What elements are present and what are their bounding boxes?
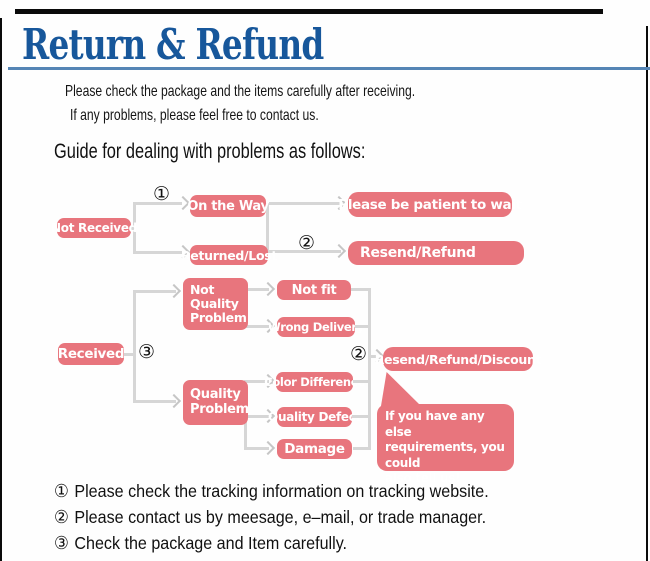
step-marker-1: ① bbox=[153, 183, 171, 205]
connector bbox=[368, 288, 371, 450]
footnote-3: ③ Check the package and Item carefully. bbox=[54, 533, 347, 554]
page-title: Return & Refund bbox=[22, 20, 324, 69]
speech-bubble-tail bbox=[381, 372, 421, 406]
footnote-1-marker: ① bbox=[54, 481, 69, 502]
footnote-2-text: Please contact us by meesage, e–mail, or… bbox=[74, 507, 487, 527]
footnote-3-text: Check the package and Item carefully. bbox=[74, 533, 348, 553]
connector bbox=[247, 380, 269, 383]
connector bbox=[370, 355, 377, 358]
connector bbox=[353, 447, 368, 450]
footnote-2-marker: ② bbox=[54, 507, 69, 528]
guide-heading: Guide for dealing with problems as follo… bbox=[54, 140, 366, 163]
flow-box-color-difference: Color Difference bbox=[264, 372, 365, 392]
speech-bubble-note: If you have any else requirements, you c… bbox=[377, 404, 514, 485]
flow-box-not-fit: Not fit bbox=[277, 280, 351, 300]
footnote-1: ① Please check the tracking information … bbox=[54, 481, 489, 502]
arrow-right-icon bbox=[260, 281, 276, 297]
connector bbox=[266, 203, 269, 253]
flow-box-not-received: Not Received bbox=[51, 218, 137, 238]
intro-line-1: Please check the package and the items c… bbox=[65, 83, 416, 100]
step-marker-2-received: ② bbox=[350, 343, 368, 365]
left-border bbox=[0, 18, 2, 561]
connector bbox=[136, 400, 176, 403]
arrow-right-icon bbox=[260, 440, 276, 456]
right-border bbox=[646, 26, 648, 561]
connector bbox=[136, 290, 176, 293]
connector bbox=[241, 325, 269, 328]
connector bbox=[269, 250, 341, 253]
connector bbox=[241, 288, 269, 291]
connector bbox=[247, 447, 269, 450]
flow-box-quality-defect: Quality Defect bbox=[268, 407, 361, 427]
flow-box-on-the-way: On the Way bbox=[187, 195, 269, 217]
connector bbox=[133, 290, 136, 403]
connector bbox=[124, 353, 133, 356]
connector bbox=[136, 202, 182, 205]
step-marker-2: ② bbox=[298, 232, 316, 254]
connector bbox=[247, 415, 269, 418]
connector bbox=[355, 325, 368, 328]
connector bbox=[133, 202, 136, 254]
flow-box-resend-refund: Resend/Refund bbox=[348, 241, 524, 265]
flow-box-returned-lost: Returned/Lost bbox=[181, 245, 277, 265]
title-underline bbox=[8, 67, 650, 70]
intro-line-2: If any problems, please feel free to con… bbox=[70, 107, 319, 124]
connector bbox=[351, 288, 368, 291]
flow-box-damage: Damage bbox=[277, 439, 352, 459]
connector bbox=[136, 251, 182, 254]
step-marker-3: ③ bbox=[138, 341, 156, 363]
flow-box-wrong-delivery: Wrong Delivery bbox=[268, 317, 364, 337]
connector bbox=[353, 380, 368, 383]
footnote-3-marker: ③ bbox=[54, 533, 69, 554]
flow-box-quality-problem: Quality Problem bbox=[183, 380, 249, 425]
arrow-right-icon bbox=[166, 393, 182, 409]
connector bbox=[352, 415, 368, 418]
top-rule bbox=[15, 9, 603, 14]
flow-box-not-quality-problem: Not Quality Problem bbox=[183, 278, 248, 330]
arrow-right-icon bbox=[166, 283, 182, 299]
arrow-right-icon bbox=[331, 243, 347, 259]
footnote-1-text: Please check the tracking information on… bbox=[74, 481, 489, 501]
connector bbox=[269, 202, 341, 205]
footnote-2: ② Please contact us by meesage, e–mail, … bbox=[54, 507, 486, 528]
flow-box-resend-refund-discount: Resend/Refund/Discount bbox=[375, 347, 542, 371]
flow-box-received: Received bbox=[58, 343, 125, 365]
flow-box-be-patient: Please be patient to wait bbox=[338, 192, 522, 217]
